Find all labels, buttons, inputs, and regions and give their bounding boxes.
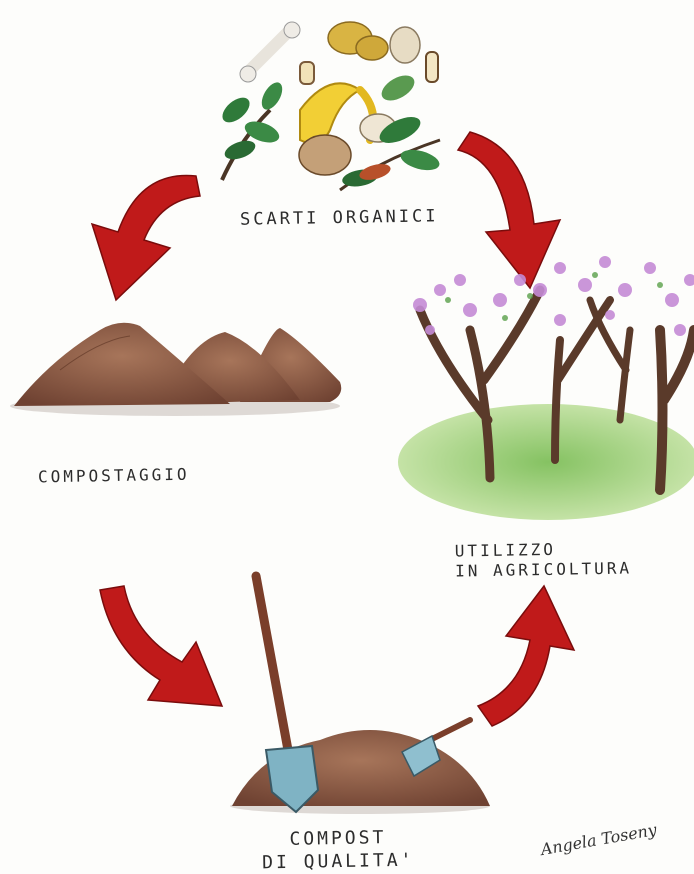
arrow-agriculture-to-waste [458, 132, 560, 288]
organic-waste-illustration [218, 22, 442, 190]
label-quality-compost-line2: DI QUALITA' [262, 849, 415, 874]
label-agriculture-line2: IN AGRICOLTURA [455, 558, 632, 581]
arrow-composting-to-quality-compost [100, 586, 222, 706]
label-quality-compost-line1: COMPOST [262, 827, 415, 852]
arrow-quality-compost-to-agriculture [478, 586, 574, 726]
label-composting: COMPOSTAGGIO [38, 465, 190, 488]
label-organic-waste: SCARTI ORGANICI [240, 206, 439, 231]
label-agriculture-use: UTILIZZO IN AGRICOLTURA [455, 538, 633, 581]
quality-compost-illustration [230, 576, 490, 814]
composting-heaps-illustration [10, 323, 341, 416]
label-quality-compost: COMPOST DI QUALITA' [262, 827, 415, 874]
orchard-illustration [398, 256, 694, 520]
arrow-waste-to-composting [92, 175, 200, 300]
